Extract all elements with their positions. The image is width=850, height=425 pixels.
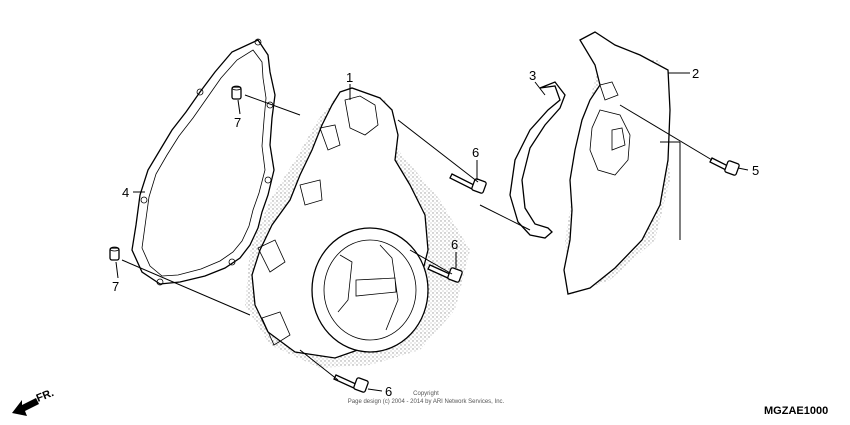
copyright-title: Copyright <box>413 391 439 397</box>
callout-7-lower: 7 <box>112 279 119 294</box>
callout-6-upper: 6 <box>472 145 479 160</box>
callout-3: 3 <box>529 68 536 83</box>
bolt-upper <box>449 173 487 194</box>
callout-5: 5 <box>752 163 759 178</box>
sprocket-cover <box>563 31 671 295</box>
front-arrow-icon: FR. <box>12 387 56 416</box>
callout-1: 1 <box>346 70 353 85</box>
leader-lines <box>115 72 749 392</box>
diagram-code: MGZAE1000 <box>764 405 828 417</box>
callout-2: 2 <box>692 66 699 81</box>
callout-6-middle: 6 <box>451 237 458 252</box>
sprocket-cover-bolt <box>709 157 740 176</box>
callout-4: 4 <box>122 185 129 200</box>
callout-6-lower: 6 <box>385 384 392 399</box>
dowel-pin-lower <box>109 246 120 261</box>
copyright-notice: Page design (c) 2004 - 2014 by ARI Netwo… <box>348 399 505 405</box>
left-crankcase-cover <box>245 87 470 368</box>
sprocket-cover-seal <box>509 81 566 239</box>
bolt-lower <box>333 374 369 393</box>
dowel-pin-upper <box>231 85 242 100</box>
callout-7-upper: 7 <box>234 115 241 130</box>
bolt-middle <box>427 264 463 283</box>
gasket <box>131 38 276 286</box>
front-label: FR. <box>35 387 56 405</box>
